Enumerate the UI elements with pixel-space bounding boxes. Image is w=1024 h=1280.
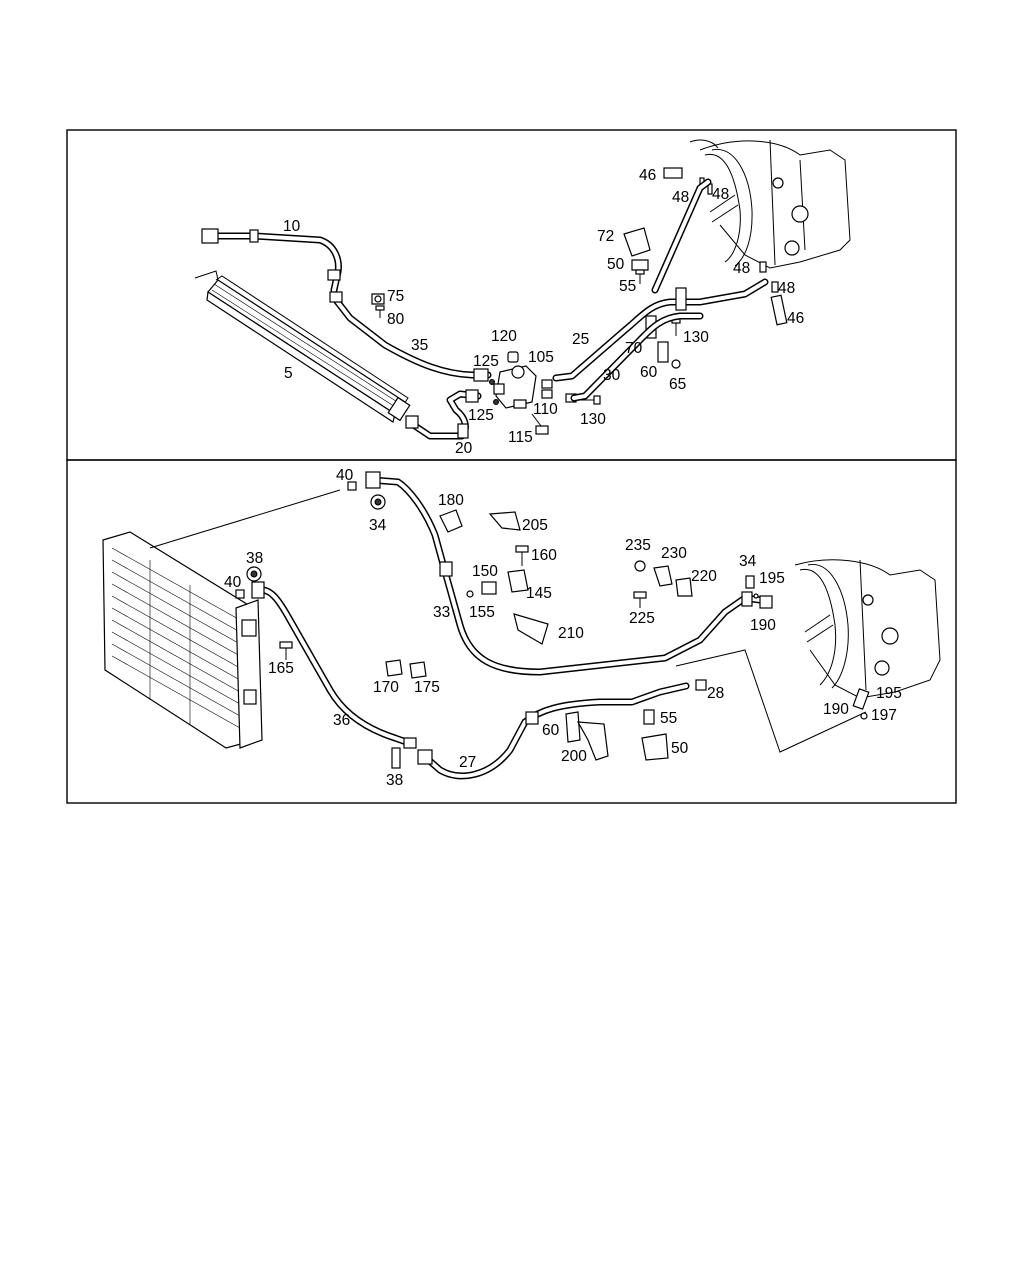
callout-70: 70 [625, 340, 643, 357]
callout-205: 205 [522, 517, 548, 534]
transmission-housing-upper [689, 139, 851, 269]
pipe-35 [329, 291, 492, 382]
lower-panel-frame [66, 459, 957, 804]
callout-55: 55 [619, 278, 636, 295]
pipe-27 [417, 649, 867, 780]
callout-10: 10 [283, 218, 301, 235]
upper-callout-labels: 10 5 35 75 80 120 125 105 125 110 115 20… [283, 167, 804, 457]
upper-panel-frame [66, 129, 957, 461]
callout-210: 210 [558, 625, 584, 642]
callout-75: 75 [387, 288, 404, 305]
callout-195-b: 195 [876, 685, 902, 702]
callout-220: 220 [691, 568, 717, 585]
callout-40-b: 40 [224, 574, 242, 591]
callout-190-b: 190 [823, 701, 849, 718]
callout-155: 155 [469, 604, 495, 621]
callout-130-a: 130 [580, 411, 606, 428]
callout-46-a: 46 [639, 167, 656, 184]
callout-40-a: 40 [336, 467, 354, 484]
callout-48-d: 48 [778, 280, 795, 297]
upper-small-parts [371, 167, 788, 435]
pipe-10 [201, 228, 342, 294]
callout-34-a: 34 [369, 517, 387, 534]
callout-130-b: 130 [683, 329, 709, 346]
oil-cooler [194, 270, 411, 423]
lower-small-parts [235, 481, 870, 769]
callout-115: 115 [508, 429, 533, 446]
callout-120: 120 [491, 328, 517, 345]
callout-48-c: 48 [733, 260, 750, 277]
callout-48-b: 48 [712, 186, 729, 203]
callout-125-a: 125 [473, 353, 499, 370]
callout-225: 225 [629, 610, 655, 627]
callout-190-a: 190 [750, 617, 776, 634]
callout-28: 28 [707, 685, 724, 702]
radiator [102, 489, 341, 749]
callout-160: 160 [531, 547, 557, 564]
callout-35: 35 [411, 337, 428, 354]
callout-30: 30 [603, 367, 621, 384]
lower-callout-labels: 40 34 180 205 38 40 160 150 145 155 33 2… [224, 467, 902, 789]
callout-200: 200 [561, 748, 587, 765]
callout-27: 27 [459, 754, 476, 771]
callout-235: 235 [625, 537, 651, 554]
lower-panel: 40 34 180 205 38 40 160 150 145 155 33 2… [66, 459, 957, 804]
callout-60: 60 [542, 722, 560, 739]
callout-48-a: 48 [672, 189, 689, 206]
callout-72: 72 [597, 228, 614, 245]
callout-60: 60 [640, 364, 658, 381]
callout-38-a: 38 [246, 550, 263, 567]
transmission-housing-lower [794, 559, 941, 699]
callout-50: 50 [671, 740, 689, 757]
callout-165: 165 [268, 660, 294, 677]
callout-38-b: 38 [386, 772, 403, 789]
callout-170: 170 [373, 679, 399, 696]
callout-34-b: 34 [739, 553, 757, 570]
upper-panel: 10 5 35 75 80 120 125 105 125 110 115 20… [66, 129, 957, 461]
callout-195-a: 195 [759, 570, 785, 587]
pipe-20 [405, 389, 482, 440]
callout-110: 110 [533, 401, 558, 418]
callout-197: 197 [871, 707, 897, 724]
callout-46-b: 46 [787, 310, 804, 327]
callout-25: 25 [572, 331, 589, 348]
pipes-25-30 [552, 178, 769, 402]
callout-230: 230 [661, 545, 687, 562]
callout-33: 33 [433, 604, 450, 621]
callout-55: 55 [660, 710, 677, 727]
callout-180: 180 [438, 492, 464, 509]
callout-125-b: 125 [468, 407, 494, 424]
callout-150: 150 [472, 563, 498, 580]
callout-20: 20 [455, 440, 473, 457]
callout-80: 80 [387, 311, 405, 328]
thermostat-valve-block [489, 351, 537, 409]
callout-36: 36 [333, 712, 350, 729]
callout-65: 65 [669, 376, 686, 393]
callout-175: 175 [414, 679, 440, 696]
callout-145: 145 [526, 585, 552, 602]
pipe-33 [365, 471, 773, 676]
callout-5: 5 [284, 365, 293, 382]
pipe-36 [251, 581, 417, 749]
callout-105: 105 [528, 349, 554, 366]
callout-50: 50 [607, 256, 625, 273]
